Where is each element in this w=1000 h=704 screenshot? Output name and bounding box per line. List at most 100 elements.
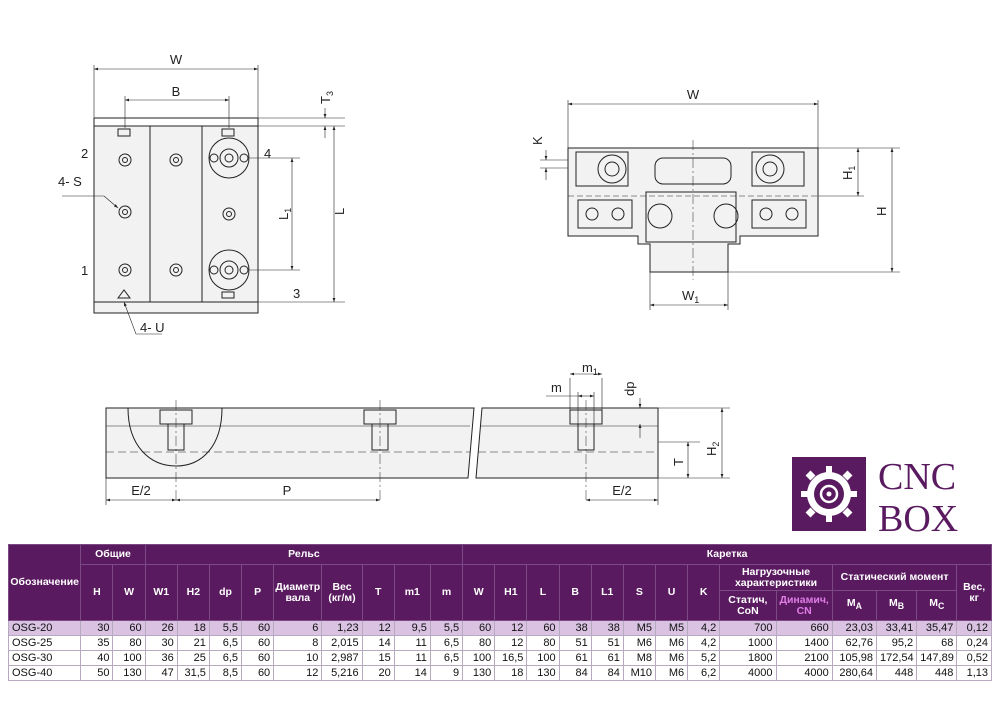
- group-general: Общие: [80, 544, 146, 565]
- col-W: W: [112, 564, 146, 621]
- col-m: m: [429, 564, 464, 621]
- table-cell: 12: [361, 620, 395, 636]
- table-cell: 1000: [719, 635, 777, 651]
- table-cell: 6: [273, 620, 323, 636]
- front-view-labels: W K H1 H W1: [530, 87, 889, 305]
- table-cell: 51: [590, 635, 624, 651]
- table-cell: 80: [526, 635, 560, 651]
- table-cell: 4000: [719, 665, 777, 681]
- table-cell: 12: [273, 665, 323, 681]
- table-cell: 448: [875, 665, 918, 681]
- table-cell: 6,2: [687, 665, 721, 681]
- table-cell: 6,5: [208, 635, 243, 651]
- table-cell: 15: [361, 650, 395, 666]
- dim-H1: H1: [840, 166, 857, 180]
- row-designation: OSG-40: [7, 665, 82, 681]
- table-cell: 660: [775, 620, 833, 636]
- col-T: T: [361, 564, 395, 621]
- table-cell: 4,2: [687, 635, 721, 651]
- designation-header: Обозначение: [7, 544, 82, 621]
- row-designation: OSG-20: [7, 620, 82, 636]
- col-H1: H1: [494, 564, 528, 621]
- group-load: Нагрузочные характеристики: [719, 564, 833, 591]
- dim-T3: T3: [318, 91, 335, 104]
- table-cell: 84: [590, 665, 624, 681]
- table-cell: 21: [176, 635, 210, 651]
- table-cell: 60: [241, 620, 275, 636]
- spec-table: Обозначение Общие Рельс Каретка H W W1 H…: [7, 544, 992, 681]
- table-cell: M6: [654, 635, 689, 651]
- dim-B: B: [172, 84, 181, 99]
- dim-K: K: [530, 136, 545, 145]
- label-1: 1: [81, 263, 88, 278]
- table-cell: 8: [273, 635, 323, 651]
- table-cell: 0,12: [956, 620, 992, 636]
- dim-L: L: [332, 208, 347, 215]
- table-cell: 9,5: [393, 620, 431, 636]
- table-cell: 50: [80, 665, 114, 681]
- table-cell: 5,5: [429, 620, 464, 636]
- table-cell: 12: [494, 635, 528, 651]
- table-cell: 25: [176, 650, 210, 666]
- table-cell: 38: [590, 620, 624, 636]
- col-MC: MC: [916, 590, 958, 621]
- dim-dp: dp: [622, 382, 637, 396]
- table-cell: 26: [144, 620, 178, 636]
- table-cell: 60: [241, 635, 275, 651]
- table-cell: 38: [558, 620, 592, 636]
- logo-line-2: BOX: [878, 498, 958, 535]
- table-cell: 31,5: [176, 665, 210, 681]
- table-cell: 5,2: [687, 650, 721, 666]
- table-cell: 35,47: [916, 620, 958, 636]
- table-cell: 2,987: [321, 650, 363, 666]
- col-S: S: [622, 564, 656, 621]
- label-2: 2: [81, 146, 88, 161]
- front-view: [540, 100, 900, 310]
- dim-W-front: W: [687, 87, 700, 102]
- dim-L1: L1: [276, 208, 293, 220]
- table-cell: 30: [80, 620, 114, 636]
- label-4: 4: [264, 146, 271, 161]
- table-cell: 60: [526, 620, 560, 636]
- table-cell: 100: [462, 650, 496, 666]
- label-3: 3: [293, 286, 300, 301]
- col-dynamic-load: Динамич, CN: [775, 590, 833, 621]
- table-cell: 60: [112, 620, 146, 636]
- table-cell: 11: [393, 650, 431, 666]
- dim-E2-left: E/2: [131, 483, 151, 498]
- rail-view-labels: m1 m dp T H2 E/2 P E/2: [131, 360, 721, 498]
- table-cell: 9: [429, 665, 464, 681]
- table-cell: 36: [144, 650, 178, 666]
- group-moment: Статический момент: [831, 564, 958, 591]
- table-cell: 2,015: [321, 635, 363, 651]
- table-cell: M6: [654, 650, 689, 666]
- table-cell: 130: [462, 665, 496, 681]
- table-cell: 51: [558, 635, 592, 651]
- row-designation: OSG-25: [7, 635, 82, 651]
- table-cell: 62,76: [831, 635, 878, 651]
- table-cell: 14: [361, 635, 395, 651]
- col-W1: W1: [144, 564, 178, 621]
- table-cell: 61: [558, 650, 592, 666]
- table-cell: 1,13: [956, 665, 992, 681]
- table-cell: 40: [80, 650, 114, 666]
- col-H2: H2: [176, 564, 210, 621]
- dim-m: m: [551, 380, 562, 395]
- col-K: K: [687, 564, 721, 621]
- col-carriage-W: W: [462, 564, 496, 621]
- table-cell: 100: [526, 650, 560, 666]
- table-cell: 8,5: [208, 665, 243, 681]
- col-weight: Вес, кг: [956, 564, 992, 621]
- table-cell: M10: [622, 665, 656, 681]
- table-cell: 11: [393, 635, 431, 651]
- col-B: B: [558, 564, 592, 621]
- table-cell: 68: [916, 635, 958, 651]
- table-cell: 80: [462, 635, 496, 651]
- group-carriage: Каретка: [462, 544, 992, 565]
- col-MA: MA: [831, 590, 878, 621]
- table-cell: 80: [112, 635, 146, 651]
